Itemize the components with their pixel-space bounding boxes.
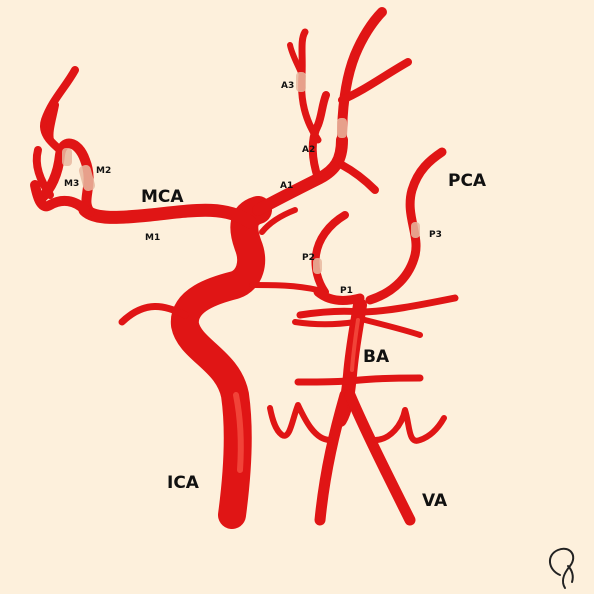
aca-vessel — [252, 7, 412, 235]
pca-vessel — [311, 147, 447, 305]
label-ba: BA — [363, 347, 390, 367]
label-m2: M2 — [96, 166, 111, 176]
va-vessel — [267, 389, 447, 526]
label-a2: A2 — [302, 145, 315, 155]
label-m3: M3 — [64, 179, 79, 189]
artist-logo-icon — [549, 547, 575, 589]
label-va: VA — [422, 491, 448, 511]
label-p2: P2 — [302, 253, 315, 263]
label-pca: PCA — [448, 171, 487, 191]
mca-vessel — [30, 66, 257, 229]
pcom-vessel — [249, 282, 321, 293]
label-a1: A1 — [280, 181, 293, 191]
label-p3: P3 — [429, 230, 442, 240]
superior-cerebellar-vessels — [292, 294, 459, 338]
label-ica: ICA — [167, 473, 200, 493]
ica-vessel — [118, 196, 272, 529]
label-mca: MCA — [141, 187, 184, 207]
label-m1: M1 — [145, 233, 160, 243]
label-p1: P1 — [340, 286, 353, 296]
label-a3: A3 — [281, 81, 294, 91]
